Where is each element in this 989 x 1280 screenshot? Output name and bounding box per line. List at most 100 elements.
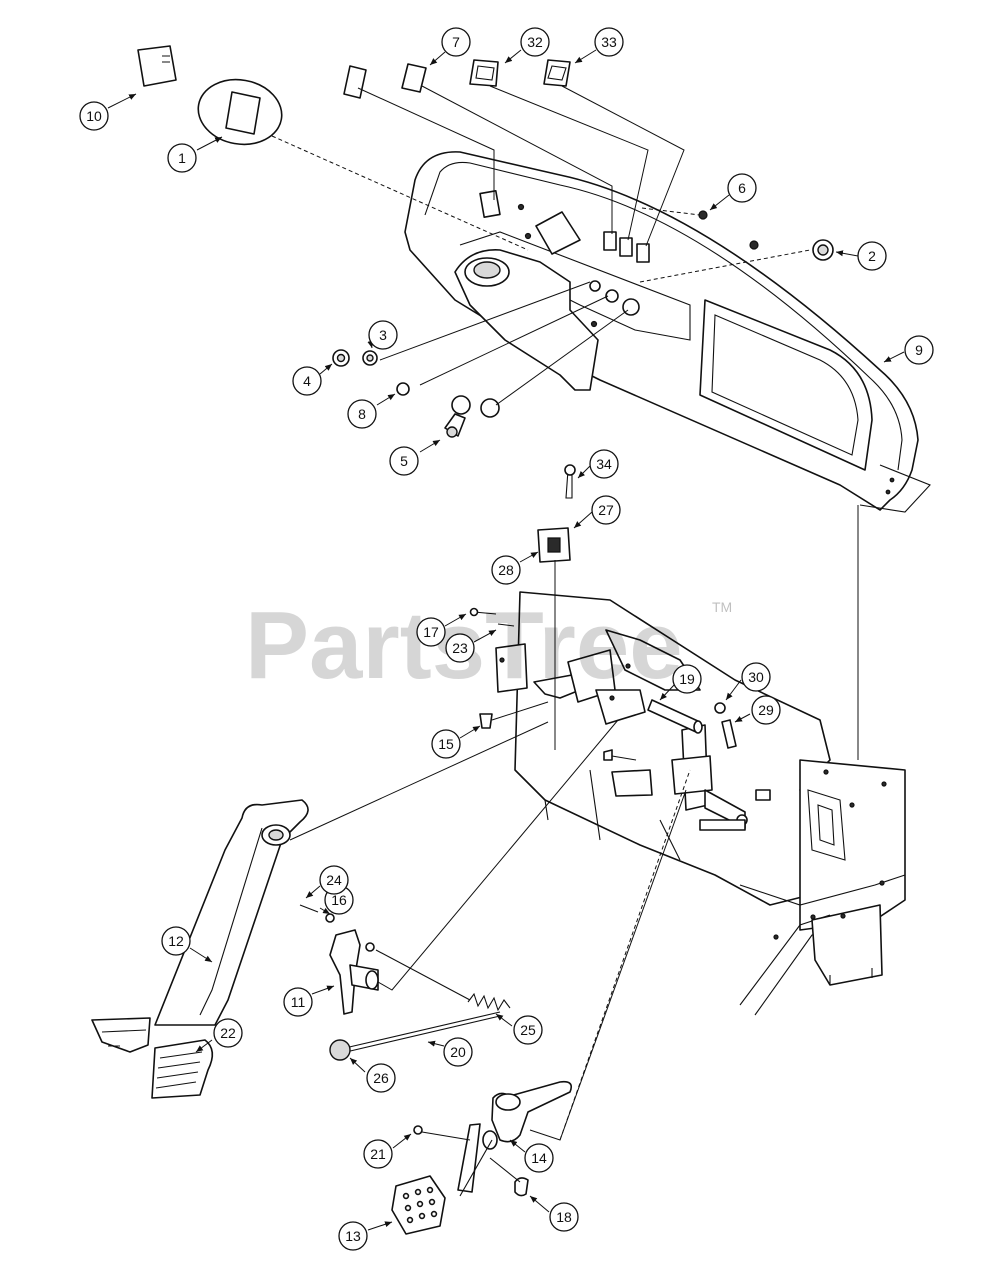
callout-13: 13 (338, 1221, 368, 1251)
callout-2: 2 (857, 241, 887, 271)
svg-text:33: 33 (601, 34, 617, 50)
nut-21 (413, 1125, 423, 1135)
pedal-pad-22 (151, 1039, 214, 1099)
nut-6 (698, 210, 708, 220)
callout-18: 18 (549, 1202, 579, 1232)
callout-33: 33 (594, 27, 624, 57)
ignition-switch-5 (444, 395, 500, 438)
screw-17-head (469, 607, 479, 617)
svg-text:20: 20 (450, 1044, 466, 1060)
svg-text:8: 8 (358, 406, 366, 422)
svg-text:23: 23 (452, 640, 468, 656)
svg-text:16: 16 (331, 892, 347, 908)
svg-text:6: 6 (738, 180, 746, 196)
svg-text:9: 9 (915, 342, 923, 358)
clip-34 (564, 464, 576, 499)
decal-10 (137, 45, 177, 87)
svg-text:13: 13 (345, 1228, 361, 1244)
svg-text:22: 22 (220, 1025, 236, 1041)
washer-4 (332, 349, 350, 367)
callout-6: 6 (727, 173, 757, 203)
svg-text:12: 12 (168, 933, 184, 949)
callout-34: 34 (589, 449, 619, 479)
spring-25 (375, 949, 511, 1012)
svg-text:34: 34 (596, 456, 612, 472)
switch-27-28 (537, 527, 571, 563)
callout-9: 9 (904, 335, 934, 365)
svg-text:26: 26 (373, 1070, 389, 1086)
svg-text:5: 5 (400, 453, 408, 469)
callout-26: 26 (366, 1063, 396, 1093)
lever-11 (329, 929, 379, 1015)
callout-3: 3 (368, 320, 398, 350)
callout-1: 1 (167, 143, 197, 173)
callout-24: 24 (319, 865, 349, 895)
switch-7-a (343, 65, 367, 99)
callout-21: 21 (363, 1139, 393, 1169)
svg-text:19: 19 (679, 671, 695, 687)
decal-1-oval (197, 78, 283, 146)
link-plate (457, 1123, 493, 1197)
bolt-29 (721, 719, 737, 749)
callout-17: 17 (416, 617, 446, 647)
callout-10: 10 (79, 101, 109, 131)
svg-text:14: 14 (531, 1150, 547, 1166)
switch-33 (543, 59, 571, 87)
nut-3 (362, 350, 378, 366)
bolt-15 (479, 713, 493, 729)
svg-text:27: 27 (598, 502, 614, 518)
callout-22: 22 (213, 1018, 243, 1048)
plug-8 (396, 382, 410, 396)
brake-pedal-12 (91, 799, 309, 1053)
svg-text:11: 11 (291, 994, 306, 1010)
screw-frame (603, 749, 613, 761)
nut-30 (714, 702, 726, 714)
callout-23: 23 (445, 633, 475, 663)
shaft-19 (647, 699, 746, 831)
svg-text:29: 29 (758, 702, 774, 718)
svg-text:2: 2 (868, 248, 876, 264)
washer-16 (325, 913, 335, 923)
callout-30: 30 (741, 662, 771, 692)
callout-19: 19 (672, 664, 702, 694)
pin-24 (299, 904, 319, 913)
knob-2 (812, 239, 834, 261)
pedal-mount-frame (495, 591, 906, 1016)
svg-text:30: 30 (748, 669, 764, 685)
callout-25: 25 (513, 1015, 543, 1045)
svg-text:4: 4 (303, 373, 311, 389)
callout-11: 11 (283, 987, 313, 1017)
pin-23 (497, 623, 515, 627)
svg-text:3: 3 (379, 327, 387, 343)
callout-29: 29 (751, 695, 781, 725)
callout-32: 32 (520, 27, 550, 57)
svg-text:17: 17 (423, 624, 439, 640)
svg-text:28: 28 (498, 562, 514, 578)
rod-20 (329, 1011, 501, 1061)
callout-8: 8 (347, 399, 377, 429)
bolt-18 (489, 1157, 529, 1197)
callout-5: 5 (389, 446, 419, 476)
svg-text:10: 10 (86, 108, 102, 124)
pedal-plate-13 (391, 1175, 446, 1235)
svg-text:24: 24 (326, 872, 342, 888)
callout-7: 7 (441, 27, 471, 57)
switch-32 (469, 59, 499, 87)
callout-28: 28 (491, 555, 521, 585)
svg-text:21: 21 (370, 1146, 386, 1162)
nut-6-b (749, 240, 759, 250)
lever-14 (482, 1080, 573, 1150)
svg-text:1: 1 (178, 150, 186, 166)
callout-27: 27 (591, 495, 621, 525)
callout-15: 15 (431, 729, 461, 759)
svg-text:7: 7 (452, 34, 460, 50)
callout-20: 20 (443, 1037, 473, 1067)
svg-text:18: 18 (556, 1209, 572, 1225)
switch-7-b (401, 63, 427, 93)
callout-4: 4 (292, 366, 322, 396)
callout-12: 12 (161, 926, 191, 956)
watermark-tm: TM (712, 599, 732, 615)
svg-text:25: 25 (520, 1022, 536, 1038)
svg-text:32: 32 (527, 34, 543, 50)
